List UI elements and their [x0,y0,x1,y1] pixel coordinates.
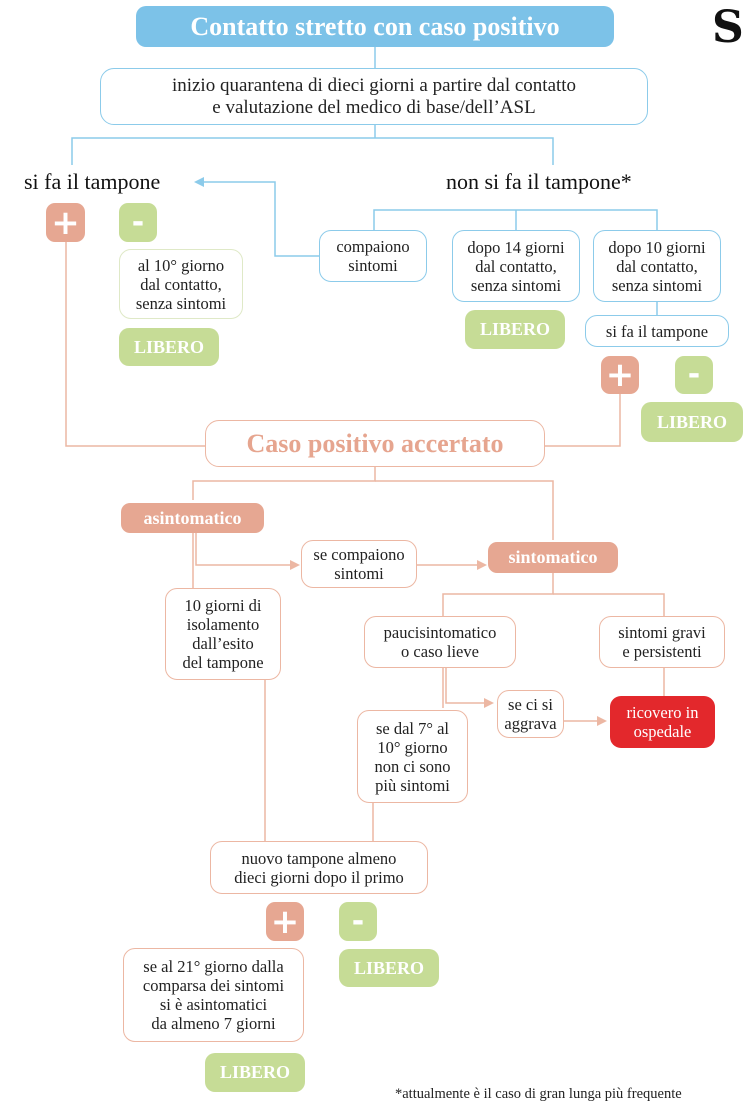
text-line: dopo 14 giorni [467,237,565,257]
negative-condition-box: al 10° giorno dal contatto, senza sintom… [119,249,243,319]
quarantine-box: inizio quarantena di dieci giorni a part… [100,68,648,125]
no-symptoms-box: se dal 7° al 10° giorno non ci sono più … [357,710,468,803]
line-right-plus-to-confirmed [545,392,621,447]
text-line: sintomi [334,564,384,583]
positive-result-icon: + [266,902,304,941]
text-line: sintomi [348,256,398,275]
text-line: più sintomi [375,775,450,795]
arrow-mild-to-worsens [445,668,494,708]
text-line: ricovero in [626,703,699,722]
option-symptoms-box: compaiono sintomi [319,230,427,282]
worsens-box: se ci si aggrava [497,690,564,738]
text-line: aggrava [504,714,557,733]
line-symptomatic-split [442,572,554,616]
option-10-days-box: dopo 10 giorni dal contatto, senza sinto… [593,230,721,302]
text-line: da almeno 7 giorni [151,1014,276,1033]
text-line: se dal 7° al [375,718,450,738]
hospital-box: ricovero in ospedale [610,696,715,748]
text-line: 10° giorno [377,737,448,757]
text-line: nuovo tampone almeno [241,848,397,868]
text-line: 10 giorni di [184,596,262,615]
text-line: o caso lieve [401,642,479,661]
quarantine-line-2: e valutazione del medico di base/dell’AS… [212,96,536,118]
new-test-box: nuovo tampone almeno dieci giorni dopo i… [210,841,428,894]
text-line: se compaiono [313,545,405,564]
text-line: dopo 10 giorni [608,237,706,257]
libero-badge: LIBERO [339,949,439,987]
libero-badge: LIBERO [641,402,743,442]
line-confirmed-split [192,466,376,500]
arrow-symptoms-to-test [194,177,320,257]
text-line: se ci si [508,695,553,714]
text-line: dal contatto, [616,256,698,276]
positive-result-icon: + [46,203,85,242]
negative-result-icon: - [675,356,713,394]
text-line: non ci sono [374,756,451,776]
title-text: Contatto stretto con caso positivo [190,12,560,41]
day21-box: se al 21° giorno dalla comparsa dei sint… [123,948,304,1042]
text-line: sintomi gravi [618,623,706,642]
text-line: senza sintomi [470,275,562,295]
line-to-severe [553,593,665,616]
text-line: comparsa dei sintomi [142,976,285,995]
asymptomatic-tag: asintomatico [121,503,264,533]
footnote: *attualmente è il caso di gran lunga più… [395,1086,682,1102]
text-line: ospedale [633,722,692,741]
text-line: dal contatto, [140,274,222,294]
text-line: si è asintomatici [159,995,268,1014]
text-line: dieci giorni dopo il primo [234,867,404,887]
text-line: dal contatto, [475,256,557,276]
option-14-days-box: dopo 14 giorni dal contatto, senza sinto… [452,230,580,302]
branch-label-test: si fa il tampone [24,169,161,194]
symptomatic-tag: sintomatico [488,542,618,573]
text-line: e persistenti [622,642,702,661]
title-box: Contatto stretto con caso positivo [136,6,614,47]
negative-result-icon: - [119,203,157,242]
line-plus-to-confirmed [65,240,205,447]
line-confirmed-to-symptomatic [375,480,554,540]
branch-label-no-test: non si fa il tampone* [446,169,632,194]
text-line: isolamento [186,615,260,634]
text-line: senza sintomi [135,293,227,313]
text-line: paucisintomatico [383,623,497,642]
isolation-box: 10 giorni di isolamento dall’esito del t… [165,588,281,680]
severe-symptoms-box: sintomi gravi e persistenti [599,616,725,668]
positive-result-icon: + [601,356,639,394]
libero-badge: LIBERO [465,310,565,349]
publisher-logo-icon: S [712,2,744,53]
text-line: compaiono [336,237,410,256]
text-line: dall’esito [192,634,254,653]
quarantine-line-1: inizio quarantena di dieci giorni a part… [171,74,577,96]
option-10-test-box: si fa il tampone [585,315,729,347]
confirmed-case-box: Caso positivo accertato [205,420,545,467]
symptoms-appear-box: se compaiono sintomi [301,540,417,588]
libero-badge: LIBERO [205,1053,305,1092]
text-line: senza sintomi [611,275,703,295]
negative-result-icon: - [339,902,377,941]
text-line: del tampone [182,653,264,672]
line-branch-split [71,137,554,165]
mild-case-box: paucisintomatico o caso lieve [364,616,516,668]
text-line: al 10° giorno [137,255,225,275]
libero-badge: LIBERO [119,328,219,366]
text-line: se al 21° giorno dalla [143,957,284,976]
arrow-asym-to-appear [195,530,300,570]
